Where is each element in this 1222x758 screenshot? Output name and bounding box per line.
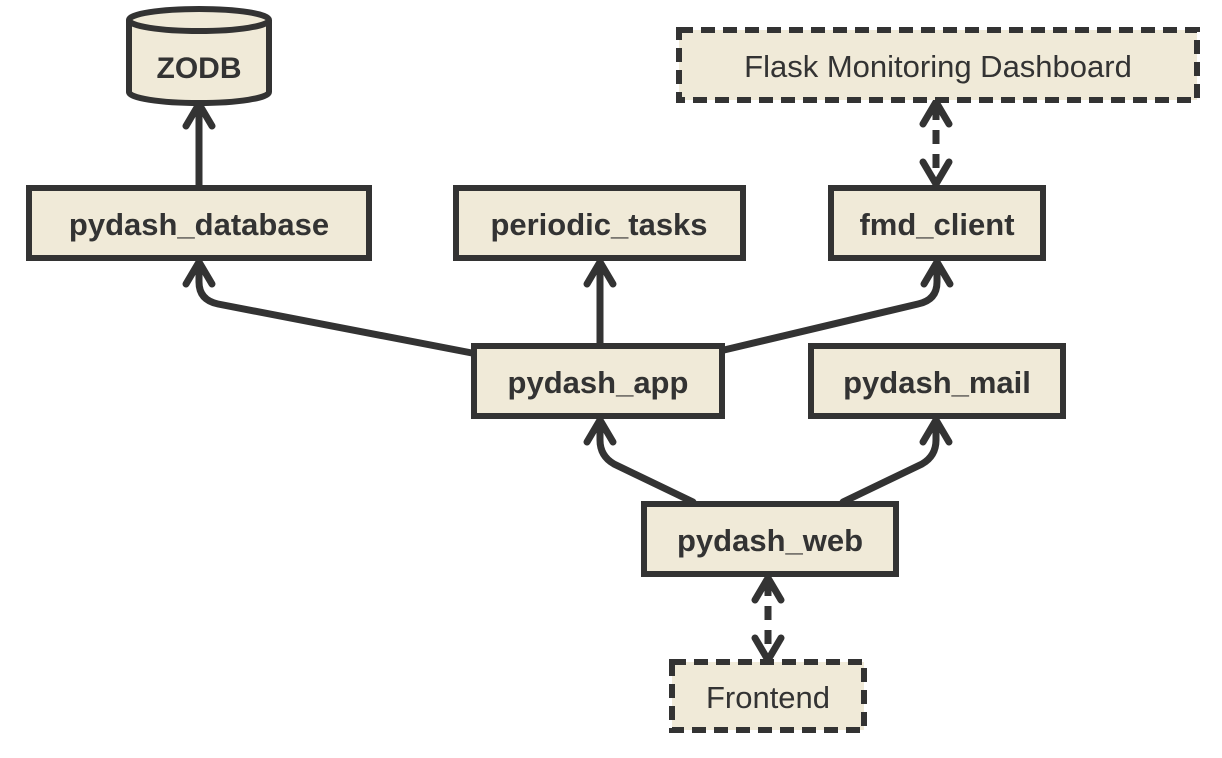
node-pydash-app: pydash_app — [471, 343, 725, 419]
edge-pydash-web-to-frontend — [751, 574, 785, 664]
edge-pydash-app-to-periodic-tasks — [583, 258, 617, 348]
node-label-zodb: ZODB — [157, 52, 242, 85]
edge-pydash-app-to-pydash-database — [182, 258, 476, 357]
node-fmd-client: fmd_client — [828, 185, 1046, 261]
node-label-frontend: Frontend — [706, 680, 830, 715]
node-label-pydash-mail: pydash_mail — [843, 365, 1031, 400]
node-label-flask-monitoring-dashboard: Flask Monitoring Dashboard — [744, 49, 1132, 84]
node-pydash-web: pydash_web — [641, 501, 899, 577]
edge-pydash-web-to-pydash-mail — [839, 416, 953, 506]
node-periodic-tasks: periodic_tasks — [453, 185, 746, 261]
node-label-pydash-web: pydash_web — [677, 523, 863, 558]
node-pydash-mail: pydash_mail — [808, 343, 1066, 419]
node-zodb: ZODB — [126, 6, 272, 106]
node-pydash-database: pydash_database — [26, 185, 372, 261]
edge-pydash-app-to-fmd-client — [720, 258, 954, 354]
node-label-fmd-client: fmd_client — [859, 207, 1014, 242]
node-label-pydash-app: pydash_app — [508, 365, 689, 400]
edge-pydash-database-to-zodb — [182, 100, 216, 190]
node-label-pydash-database: pydash_database — [69, 207, 329, 242]
node-flask-monitoring-dashboard: Flask Monitoring Dashboard — [676, 27, 1200, 103]
nodes: ZODB Flask Monitoring Dashboard pydash_d… — [26, 6, 1200, 733]
edge-pydash-web-to-pydash-app — [583, 416, 697, 506]
edge-fmd-client-to-flask-monitoring-dashboard — [919, 98, 953, 188]
node-label-periodic-tasks: periodic_tasks — [490, 207, 707, 242]
node-frontend: Frontend — [669, 659, 867, 733]
